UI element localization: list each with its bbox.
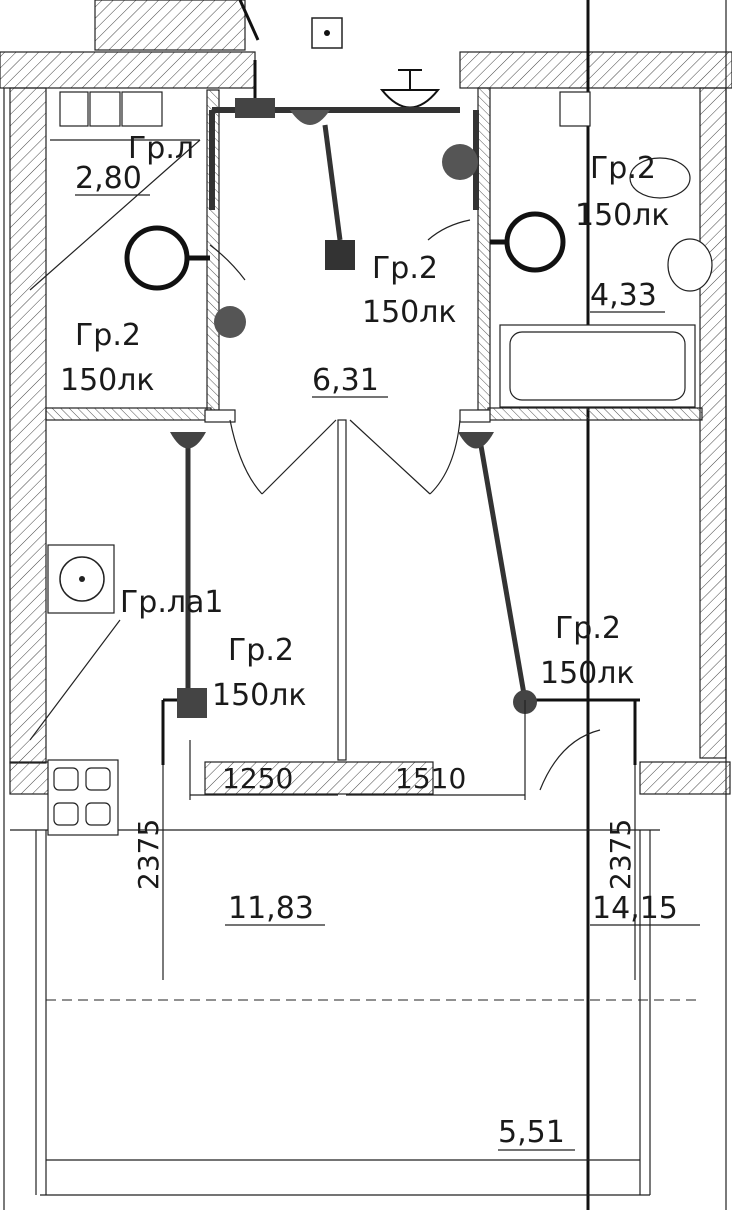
wc-fixtures <box>50 91 210 291</box>
kitchen-fixtures <box>47 544 119 836</box>
dim-kitchen-width: 1250 <box>222 762 293 795</box>
area-room: 14,15 <box>592 891 678 926</box>
room-light-line1: Гр.2 <box>555 611 621 646</box>
bath-fixtures <box>490 91 713 408</box>
hall-light-line1: Гр.2 <box>372 251 438 286</box>
dim-room-height: 2375 <box>604 819 637 890</box>
room-light-line2: 150лк <box>540 656 635 691</box>
bath-light-line1: Гр.2 <box>590 151 656 186</box>
kitchen-light-line1: Гр.2 <box>228 633 294 668</box>
partitions <box>45 87 703 761</box>
dimension-lines <box>29 139 700 1001</box>
label-top-gr-l: Гр.л <box>128 131 194 166</box>
area-bath: 4,33 <box>590 278 657 313</box>
hall-top-fixture <box>379 69 441 109</box>
area-kitchen: 11,83 <box>228 891 314 926</box>
kitchen-light-line2: 150лк <box>212 678 307 713</box>
wc-light-line2: 150лк <box>60 363 155 398</box>
area-hall: 6,31 <box>312 363 379 398</box>
area-balcony: 5,51 <box>498 1115 565 1150</box>
wc-light-line1: Гр.2 <box>75 318 141 353</box>
dim-room-width: 1510 <box>395 762 466 795</box>
dim-kitchen-height: 2375 <box>132 819 165 890</box>
hall-light-line2: 150лк <box>362 295 457 330</box>
emergency-label: Гр.ла1 <box>120 585 224 620</box>
area-underlines <box>75 194 700 1151</box>
doors <box>209 219 601 791</box>
fixture-marks <box>170 98 537 718</box>
bath-light-line2: 150лк <box>575 198 670 233</box>
area-wc: 2,80 <box>75 161 142 196</box>
